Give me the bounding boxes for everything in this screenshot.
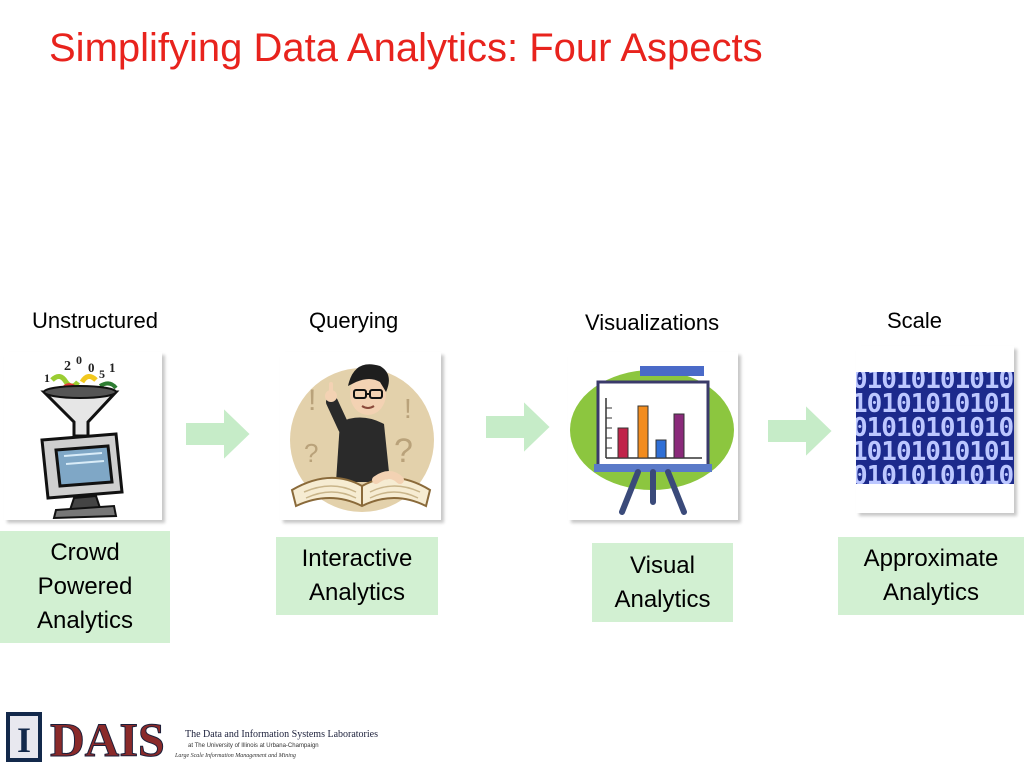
label-line: Analytics <box>882 579 980 606</box>
scale-image: 01010101010 10101010101 01010101010 1010… <box>856 346 1014 513</box>
approximate-analytics-box: Approximate Analytics <box>838 537 1024 615</box>
visualizations-image <box>568 352 738 520</box>
label-line: Analytics <box>36 607 134 634</box>
reader-thinking-icon: ! ? ! ? <box>290 364 434 512</box>
topic-unstructured: Unstructured <box>32 308 158 333</box>
illinois-i: I <box>17 720 31 760</box>
binary-row: 10101010101 <box>856 437 1014 467</box>
svg-text:2: 2 <box>64 359 71 374</box>
label-line: Crowd <box>50 539 120 566</box>
svg-text:1: 1 <box>109 360 116 375</box>
topic-visualizations: Visualizations <box>585 310 720 335</box>
label-line: Approximate <box>863 545 999 572</box>
visual-analytics-box: Visual Analytics <box>592 543 733 622</box>
crowd-image: 2 0 0 5 1 1 <box>4 352 162 520</box>
footer-tagline: Large Scale Information Management and M… <box>175 753 296 759</box>
svg-text:1: 1 <box>44 371 50 385</box>
label-line: Analytics <box>308 579 406 606</box>
binary-row: 01010101010 <box>856 413 1014 443</box>
label-line: Powered <box>37 573 133 600</box>
label-line: Visual <box>630 551 695 579</box>
svg-text:!: ! <box>308 384 316 417</box>
arrow-right-icon <box>484 398 553 456</box>
svg-text:!: ! <box>404 393 412 424</box>
topic-scale: Scale <box>887 308 943 333</box>
interactive-analytics-box: Interactive Analytics <box>276 537 438 615</box>
binary-row: 01010101010 <box>856 372 1014 395</box>
label-line: Analytics <box>614 585 711 613</box>
arrow-right-icon <box>184 405 253 463</box>
svg-text:0: 0 <box>88 360 95 375</box>
querying-image: ! ? ! ? <box>280 352 441 520</box>
binary-row: 01010101010 <box>856 461 1014 484</box>
label-line: Interactive <box>301 545 413 572</box>
footer-university: at The University of Illinois at Urbana-… <box>188 743 319 749</box>
dais-wordmark: DAIS <box>50 714 165 764</box>
arrow-right-icon <box>766 402 835 460</box>
footer-lab-name: The Data and Information Systems Laborat… <box>185 729 378 740</box>
bar-chart-easel-icon <box>570 366 734 515</box>
svg-text:5: 5 <box>99 367 105 381</box>
svg-text:?: ? <box>304 438 318 468</box>
binary-row: 10101010101 <box>856 389 1014 419</box>
svg-text:?: ? <box>394 432 413 470</box>
crowd-powered-analytics-box: Crowd Powered Analytics <box>0 531 170 643</box>
topic-querying: Querying <box>309 308 399 333</box>
svg-text:0: 0 <box>76 353 82 367</box>
binary-data-icon: 01010101010 10101010101 01010101010 1010… <box>856 372 1014 484</box>
funnel-computer-icon: 2 0 0 5 1 1 <box>40 353 124 520</box>
dais-logo: I DAIS <box>6 712 165 764</box>
slide-title: Simplifying Data Analytics: Four Aspects <box>49 26 763 70</box>
